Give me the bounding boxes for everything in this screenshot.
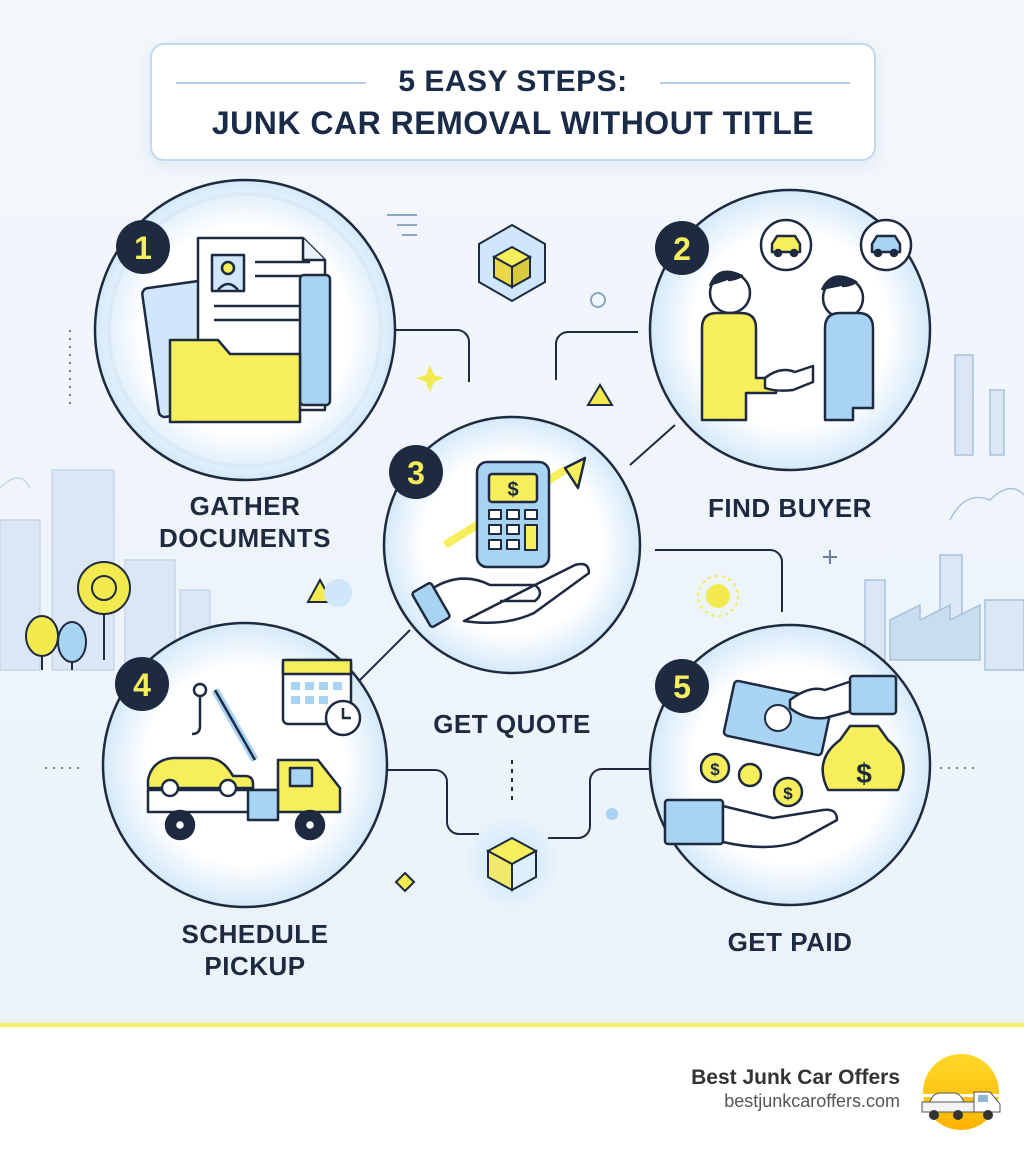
step-3-number: 3 (407, 455, 425, 491)
title-rule-left (176, 82, 366, 84)
step-1-label-line-2: DOCUMENTS (158, 523, 332, 553)
logo-tow-truck-icon (921, 1091, 1001, 1120)
step-5-number: 5 (673, 669, 691, 705)
infographic-artwork: 1 2 $ (0, 178, 1024, 910)
step-3-label-line-1: GET QUOTE (433, 709, 591, 739)
step-1-label: GATHER DOCUMENTS (120, 490, 370, 554)
handshake-icon (700, 218, 913, 422)
svg-text:$: $ (783, 784, 793, 803)
hexagon-cube-icon (478, 223, 546, 303)
glowing-cube-icon (464, 814, 560, 910)
svg-text:$: $ (507, 479, 518, 501)
step-1-number: 1 (134, 230, 152, 266)
step-2-label-line-1: FIND BUYER (708, 493, 872, 523)
infographic-canvas: 1 2 $ (0, 0, 1024, 1025)
svg-text:$: $ (710, 760, 720, 779)
step-4-label-line-1: SCHEDULE (181, 919, 329, 949)
brand-name: Best Junk Car Offers (691, 1066, 900, 1089)
brand-url: bestjunkcaroffers.com (724, 1091, 900, 1111)
title-line-1: 5 EASY STEPS: (398, 65, 628, 98)
step-3-label: GET QUOTE (387, 708, 637, 740)
step-2-number: 2 (673, 231, 691, 267)
footer-divider (0, 1023, 1024, 1027)
step-4-number: 4 (133, 667, 151, 703)
step-5-label: GET PAID (660, 926, 920, 958)
calculator-hand-icon: $ (411, 456, 591, 628)
svg-text:$: $ (856, 758, 872, 789)
factory-right (864, 354, 1024, 671)
step-4-label: SCHEDULE PICKUP (130, 918, 380, 982)
step-1-label-line-1: GATHER (189, 491, 301, 521)
title-rule-right (660, 82, 850, 84)
title-box: 5 EASY STEPS: JUNK CAR REMOVAL WITHOUT T… (150, 43, 876, 161)
tow-truck-icon (146, 658, 362, 841)
tree-left (25, 561, 131, 670)
step-4-label-line-2: PICKUP (204, 951, 306, 981)
step-5-label-line-1: GET PAID (727, 927, 853, 957)
step-3-badge: 3 (389, 445, 443, 499)
decorations (306, 214, 837, 893)
step-1-badge: 1 (116, 220, 170, 274)
title-line-2: JUNK CAR REMOVAL WITHOUT TITLE (211, 105, 815, 141)
brand-logo[interactable] (918, 1052, 1004, 1132)
folder-documents-icon (141, 236, 332, 424)
money-hands-icon: $ $ $ (663, 674, 905, 849)
step-2-label: FIND BUYER (660, 492, 920, 524)
step-4-badge: 4 (115, 657, 169, 711)
step-5-badge: 5 (655, 659, 709, 713)
step-2-badge: 2 (655, 221, 709, 275)
